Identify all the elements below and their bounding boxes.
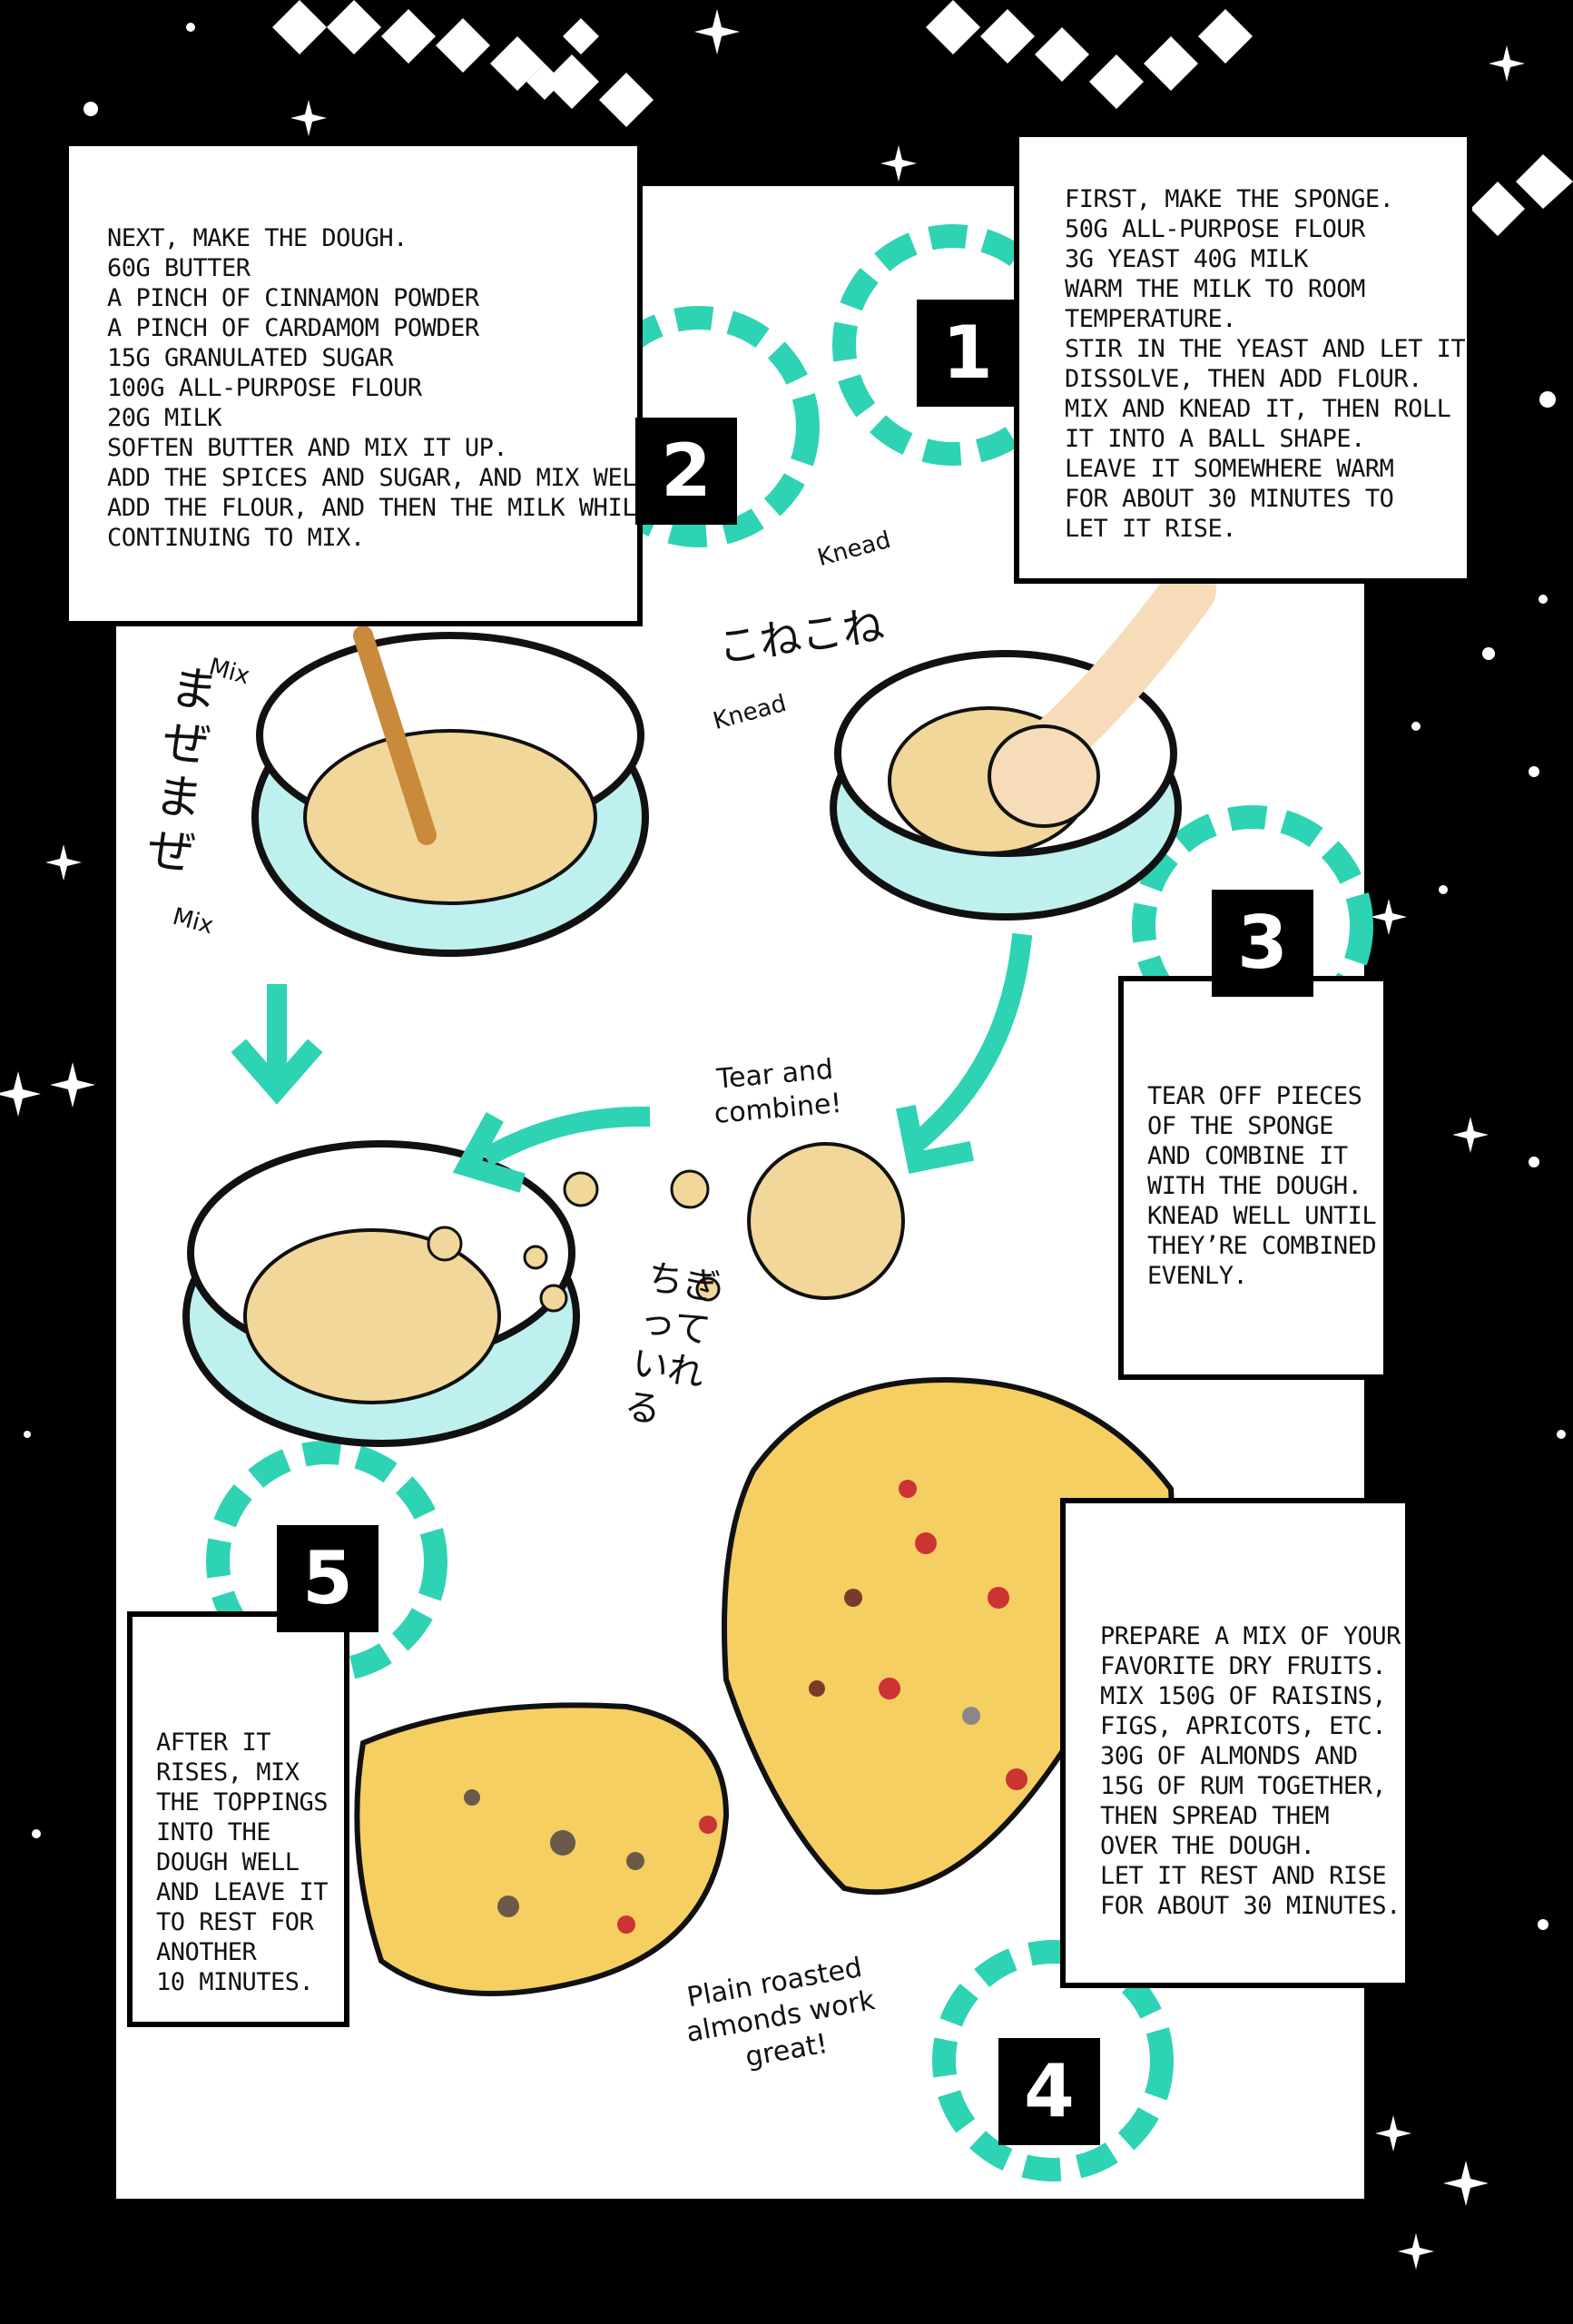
step-4-line: THEN SPREAD THEM (1100, 1802, 1330, 1830)
step-3-line: AND COMBINE IT (1147, 1142, 1348, 1170)
step-3-line: KNEAD WELL UNTIL (1147, 1202, 1377, 1230)
step-4-line: MIX 150G OF RAISINS, (1100, 1682, 1387, 1710)
step-5-line: ANOTHER (156, 1938, 257, 1966)
step-2-instructions: NEXT, MAKE THE DOUGH. 60G BUTTER A PINCH… (64, 141, 665, 626)
tear-and-combine-note: Tear and combine! (710, 1052, 843, 1132)
step-2-line: SOFTEN BUTTER AND MIX IT UP. (107, 434, 508, 462)
step-2-line: ADD THE FLOUR, AND THEN THE MILK WHILE (107, 494, 651, 522)
step-1-instructions: FIRST, MAKE THE SPONGE. 50G ALL-PURPOSE … (1014, 132, 1472, 584)
step-4-line: FOR ABOUT 30 MINUTES. (1100, 1892, 1401, 1920)
step-4-line: PREPARE A MIX OF YOUR (1100, 1622, 1401, 1650)
step-2-number-badge: 2 (635, 418, 737, 525)
step-2-line: A PINCH OF CINNAMON POWDER (107, 284, 479, 312)
step-5-line: 10 MINUTES. (156, 1968, 314, 1996)
step-5-line: THE TOPPINGS (156, 1788, 329, 1817)
step-4-line: OVER THE DOUGH. (1100, 1832, 1315, 1860)
step-4-line: 15G OF RUM TOGETHER, (1100, 1772, 1387, 1800)
step-2-line: 100G ALL-PURPOSE FLOUR (107, 374, 422, 402)
step-4-line: 30G OF ALMONDS AND (1100, 1742, 1358, 1770)
step-1-line: FIRST, MAKE THE SPONGE. (1065, 185, 1394, 213)
step-2-line: NEXT, MAKE THE DOUGH. (107, 224, 408, 252)
step-3-line: TEAR OFF PIECES (1147, 1082, 1362, 1110)
sparkle-icons (0, 9, 1566, 2270)
step-1-line: DISSOLVE, THEN ADD FLOUR. (1065, 365, 1422, 393)
step-2-line: A PINCH OF CARDAMOM POWDER (107, 314, 479, 342)
step-2-line: CONTINUING TO MIX. (107, 524, 365, 552)
step-1-line: TEMPERATURE. (1065, 305, 1237, 333)
step-1-line: WARM THE MILK TO ROOM (1065, 275, 1365, 303)
step-5-line: RISES, MIX (156, 1758, 300, 1787)
step-4-line: FIGS, APRICOTS, ETC. (1100, 1712, 1387, 1740)
step-1-number-badge: 1 (917, 300, 1018, 407)
step-5-number-badge: 5 (277, 1525, 379, 1632)
step-3-instructions: TEAR OFF PIECES OF THE SPONGE AND COMBIN… (1118, 976, 1389, 1380)
step-1-line: IT INTO A BALL SHAPE. (1065, 425, 1365, 453)
step-3-line: THEY’RE COMBINED (1147, 1232, 1377, 1260)
step-4-number-badge: 4 (998, 2038, 1100, 2145)
step-3-line: WITH THE DOUGH. (1147, 1172, 1362, 1200)
step-5-instructions: AFTER IT RISES, MIX THE TOPPINGS INTO TH… (127, 1611, 349, 2027)
step-2-line: 60G BUTTER (107, 254, 251, 282)
step-3-line: EVENLY. (1147, 1262, 1248, 1290)
arrow-icons (231, 932, 1033, 1193)
step-1-line: LET IT RISE. (1065, 515, 1237, 543)
step-1-line: MIX AND KNEAD IT, THEN ROLL (1065, 395, 1451, 423)
step-4-line: LET IT REST AND RISE (1100, 1862, 1387, 1890)
step-4-instructions: PREPARE A MIX OF YOUR FAVORITE DRY FRUIT… (1060, 1498, 1411, 1988)
step-3-number-badge: 3 (1212, 890, 1313, 997)
step-1-line: 3G YEAST 40G MILK (1065, 245, 1308, 273)
step-5-line: TO REST FOR (156, 1908, 314, 1936)
step-1-line: FOR ABOUT 30 MINUTES TO (1065, 485, 1394, 513)
bowl-illustrations (182, 563, 1216, 1996)
step-2-line: ADD THE SPICES AND SUGAR, AND MIX WELL. (107, 464, 665, 492)
step-2-line: 20G MILK (107, 404, 222, 432)
step-5-line: AFTER IT (156, 1728, 271, 1757)
step-1-line: LEAVE IT SOMEWHERE WARM (1065, 455, 1394, 483)
step-1-line: STIR IN THE YEAST AND LET IT (1065, 335, 1466, 363)
step-3-line: OF THE SPONGE (1147, 1112, 1333, 1140)
step-4-line: FAVORITE DRY FRUITS. (1100, 1652, 1387, 1680)
step-2-line: 15G GRANULATED SUGAR (107, 344, 394, 372)
step-5-line: AND LEAVE IT (156, 1878, 329, 1906)
step-5-line: DOUGH WELL (156, 1848, 300, 1876)
step-5-line: INTO THE (156, 1818, 271, 1846)
step-1-line: 50G ALL-PURPOSE FLOUR (1065, 215, 1365, 243)
